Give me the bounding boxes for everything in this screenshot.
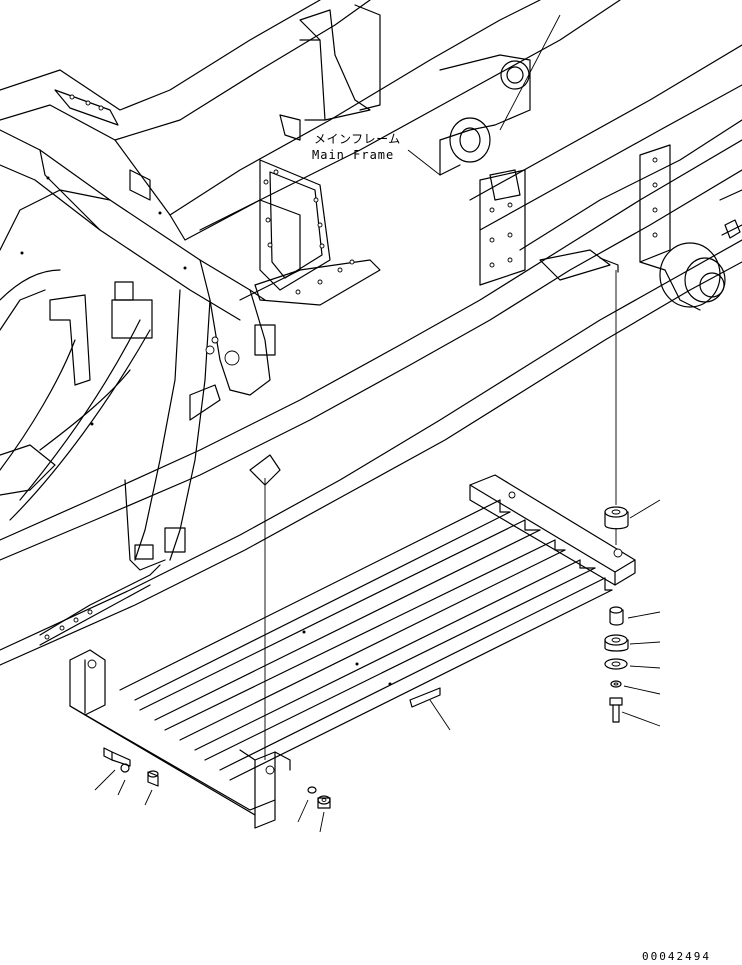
hardware-right [604, 506, 629, 723]
main-frame-label-jp: メインフレーム [314, 132, 401, 146]
cross-member [0, 89, 276, 646]
main-frame-label-en: Main Frame [312, 148, 395, 162]
main-frame [0, 0, 742, 666]
right-pivot [249, 54, 742, 486]
drawing-code: 00042494 [642, 950, 711, 963]
center-housing [129, 4, 381, 306]
step-assembly [69, 474, 636, 829]
hardware-left [103, 747, 331, 809]
leader-lines [94, 14, 661, 833]
